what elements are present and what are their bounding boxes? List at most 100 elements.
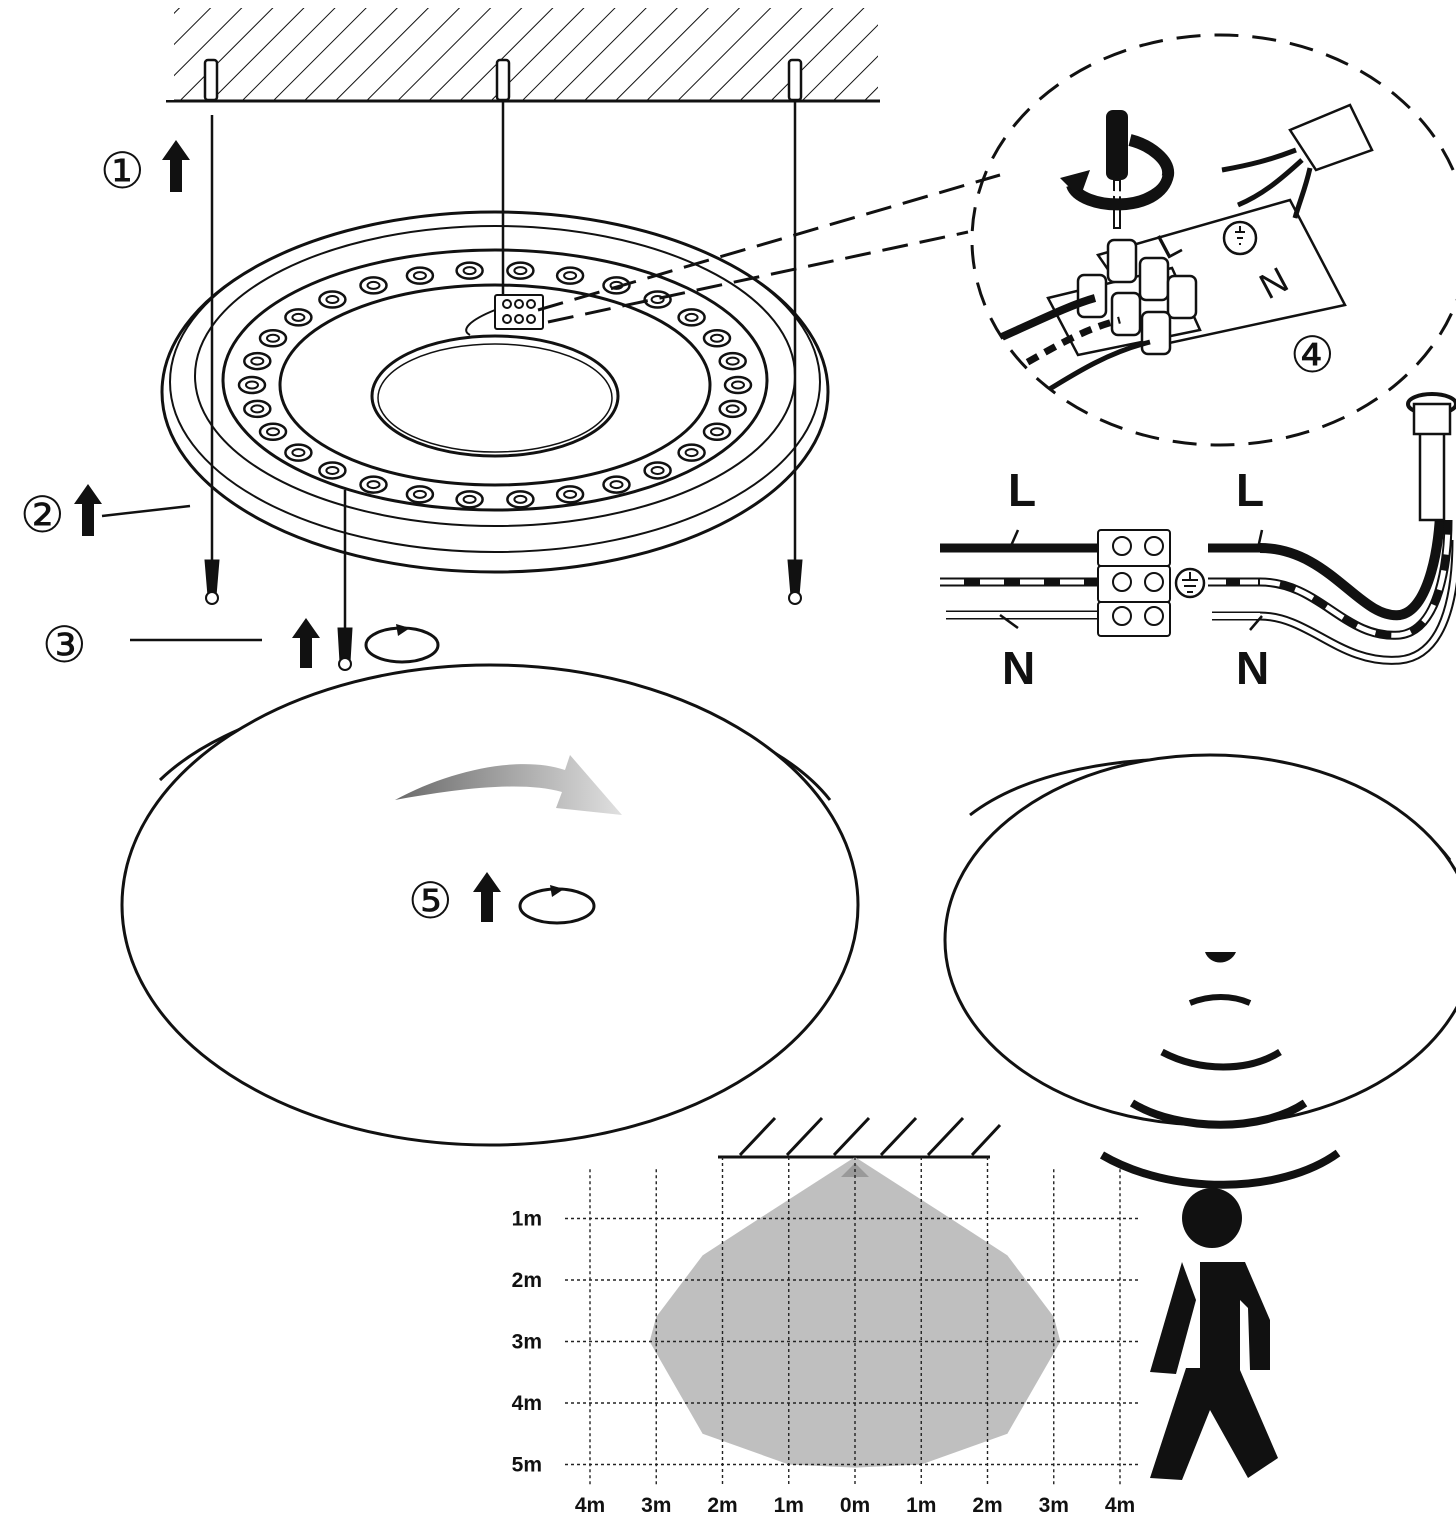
x-tick-label: 3m [641, 1494, 671, 1517]
wire-neutral-left-label: N [1002, 642, 1035, 694]
led-chip-inner [325, 465, 340, 475]
led-chip [643, 461, 672, 480]
led-chip [405, 266, 435, 285]
led-chip [243, 351, 272, 371]
led-chip [405, 485, 435, 504]
led-chip-inner [709, 333, 724, 343]
step-3-label: ③ [42, 616, 440, 674]
led-chip-inner [291, 312, 306, 322]
led-chip [677, 443, 706, 462]
led-chip-inner [725, 404, 740, 414]
led-chip [359, 276, 388, 295]
led-chip [258, 422, 288, 442]
led-chip [555, 485, 585, 504]
led-chip [506, 490, 535, 509]
lamp-base-plate [160, 210, 830, 574]
led-chip-inner [412, 489, 427, 499]
arrow-up-icon [292, 618, 320, 668]
led-chip [677, 308, 706, 327]
wiring-diagram: L N L N [940, 392, 1456, 694]
arrow-up-icon [74, 484, 102, 536]
led-chip [455, 490, 484, 509]
led-chip-inner [725, 356, 740, 366]
person-walking-icon [1150, 1188, 1278, 1480]
led-chip [318, 290, 347, 309]
led-chip-inner [366, 480, 381, 490]
lamp-cover-dome: ⑤ [120, 663, 860, 1147]
arrow-up-icon [162, 140, 190, 192]
led-chip-inner [291, 448, 306, 458]
x-tick-label: 1m [774, 1494, 804, 1517]
led-chip [718, 399, 747, 419]
step-3-number: ③ [42, 616, 87, 674]
rotate-direction-arrow [395, 755, 622, 815]
led-chip-inner [266, 427, 281, 437]
y-tick-label: 5m [512, 1454, 542, 1477]
cable-end [1221, 103, 1374, 219]
led-chip-inner [563, 489, 578, 499]
y-tick-label: 4m [512, 1392, 542, 1415]
led-chip-inner [250, 356, 265, 366]
led-chip-inner [650, 465, 665, 475]
led-chip [718, 351, 747, 371]
led-chip-inner [650, 295, 665, 305]
led-chip [243, 399, 272, 419]
step-1-label: ① [100, 140, 190, 200]
led-chip-inner [513, 494, 528, 504]
led-chip [702, 422, 732, 442]
step-5-number: ⑤ [408, 872, 453, 930]
ceiling [160, 0, 880, 103]
sensor-waves-icon [1099, 994, 1341, 1189]
led-chip-inner [563, 271, 578, 281]
y-tick-label: 2m [512, 1269, 542, 1292]
led-chip [723, 375, 753, 395]
sensor-icon [1205, 952, 1236, 963]
x-tick-label: 2m [707, 1494, 737, 1517]
x-tick-label: 4m [575, 1494, 605, 1517]
y-tick-label: 3m [512, 1331, 542, 1354]
led-chip-inner [684, 312, 699, 322]
led-chip [284, 443, 313, 462]
led-chip [643, 290, 672, 309]
led-chip-inner [245, 380, 259, 390]
step-2-number: ② [20, 486, 65, 544]
chart-ceiling [718, 1116, 1002, 1159]
led-chip [602, 276, 631, 295]
step-4-number: ④ [1290, 326, 1335, 384]
x-tick-label: 4m [1105, 1494, 1135, 1517]
y-tick-label: 1m [512, 1208, 542, 1231]
led-chip [702, 328, 732, 348]
wire-live-right-label: L [1236, 464, 1264, 516]
led-chip [602, 475, 631, 494]
led-chip-inner [366, 280, 381, 290]
led-chip-inner [462, 266, 477, 276]
x-tick-label: 0m [840, 1494, 870, 1517]
led-chip-inner [684, 448, 699, 458]
led-chip-inner [709, 427, 724, 437]
led-chip-inner [250, 404, 265, 414]
led-chip-inner [462, 494, 477, 504]
wire-neutral-right-label: N [1236, 642, 1269, 694]
ground-icon [1174, 567, 1206, 599]
wire-live-left-label: L [1008, 464, 1036, 516]
x-tick-label: 2m [972, 1494, 1002, 1517]
detection-zone-area [649, 1157, 1061, 1468]
led-chip [237, 375, 267, 395]
led-chip [359, 475, 388, 494]
led-chip [284, 308, 313, 327]
step-2-label: ② [20, 484, 191, 544]
led-chip-inner [266, 333, 281, 343]
screwdriver-icon [1060, 110, 1175, 229]
arrow-up-icon [473, 872, 501, 922]
led-ring [237, 261, 753, 509]
sensor-lamp-dome [943, 753, 1456, 1189]
led-chip-inner [513, 266, 528, 276]
led-chip [258, 328, 288, 348]
led-chip [318, 461, 347, 480]
led-chip-inner [325, 295, 340, 305]
step-1-number: ① [100, 142, 145, 200]
wiring-zoom-bubble: L N ④ [537, 33, 1456, 447]
led-chip [555, 266, 585, 285]
